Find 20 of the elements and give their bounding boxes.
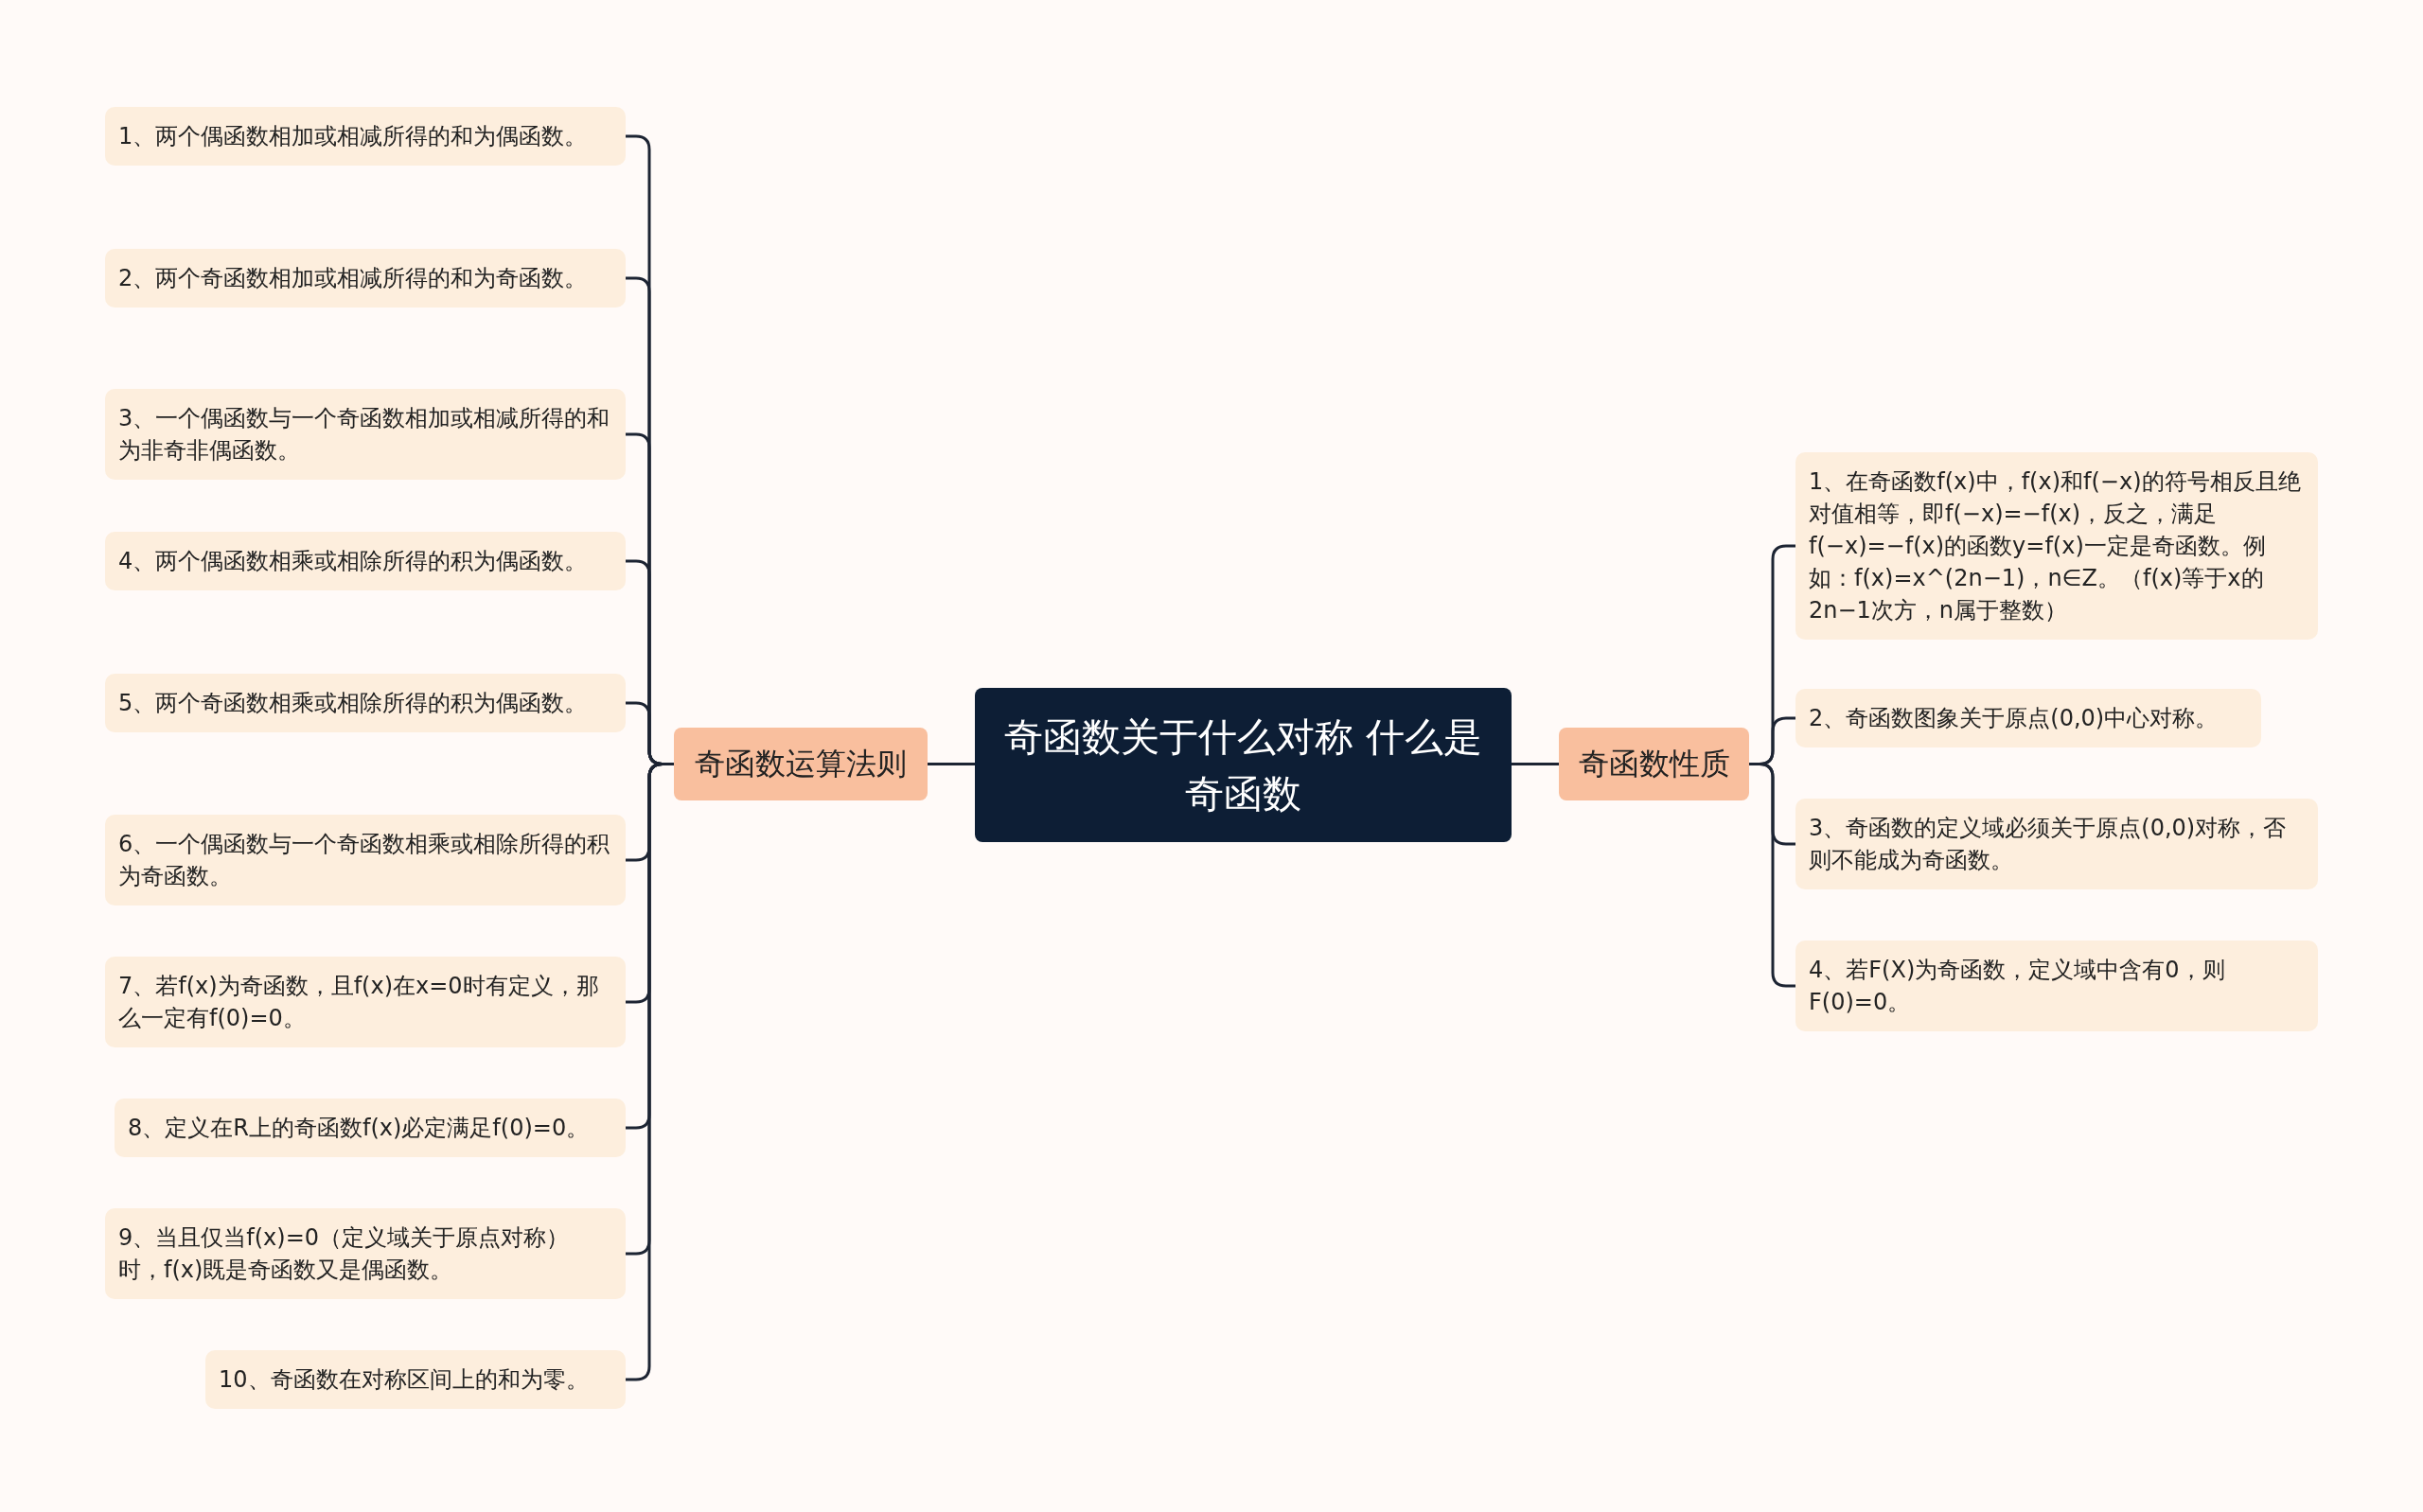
leaf-topic-box: 2、两个奇函数相加或相减所得的和为奇函数。 bbox=[105, 249, 626, 308]
central-topic-box: 奇函数关于什么对称 什么是奇函数 bbox=[975, 688, 1512, 842]
leaf-topic-box: 6、一个偶函数与一个奇函数相乘或相除所得的积为奇函数。 bbox=[105, 815, 626, 905]
branch-topic-box: 奇函数运算法则 bbox=[674, 728, 928, 800]
leaf-topic-box: 3、奇函数的定义域必须关于原点(0,0)对称，否则不能成为奇函数。 bbox=[1795, 799, 2318, 889]
leaf-topic-box: 1、两个偶函数相加或相减所得的和为偶函数。 bbox=[105, 107, 626, 166]
connector-line bbox=[1512, 763, 1559, 765]
leaf-topic-box: 10、奇函数在对称区间上的和为零。 bbox=[205, 1350, 626, 1409]
leaf-topic-box: 4、若F(X)为奇函数，定义域中含有0，则F(0)=0。 bbox=[1795, 941, 2318, 1031]
connector-line bbox=[1749, 763, 1795, 988]
leaf-topic-box: 7、若f(x)为奇函数，且f(x)在x=0时有定义，那么一定有f(0)=0。 bbox=[105, 957, 626, 1047]
leaf-topic-box: 4、两个偶函数相乘或相除所得的积为偶函数。 bbox=[105, 532, 626, 590]
leaf-topic-box: 9、当且仅当f(x)=0（定义域关于原点对称）时，f(x)既是奇函数又是偶函数。 bbox=[105, 1208, 626, 1299]
branch-topic-box: 奇函数性质 bbox=[1559, 728, 1749, 800]
connector-line bbox=[928, 763, 975, 765]
leaf-topic-box: 2、奇函数图象关于原点(0,0)中心对称。 bbox=[1795, 689, 2261, 747]
leaf-topic-box: 8、定义在R上的奇函数f(x)必定满足f(0)=0。 bbox=[115, 1099, 626, 1157]
leaf-topic-box: 1、在奇函数f(x)中，f(x)和f(−x)的符号相反且绝对值相等，即f(−x)=−f(x)，反之，满足f(−x)=−f(x)的函数y=f(x)一定是奇函数。例如：f(x)=x^(2n−1)，n∈Z。（f(x)等于x的2n−1次方，n属于整数） bbox=[1795, 452, 2318, 640]
leaf-topic-box: 3、一个偶函数与一个奇函数相加或相减所得的和为非奇非偶函数。 bbox=[105, 389, 626, 480]
leaf-topic-box: 5、两个奇函数相乘或相除所得的积为偶函数。 bbox=[105, 674, 626, 732]
